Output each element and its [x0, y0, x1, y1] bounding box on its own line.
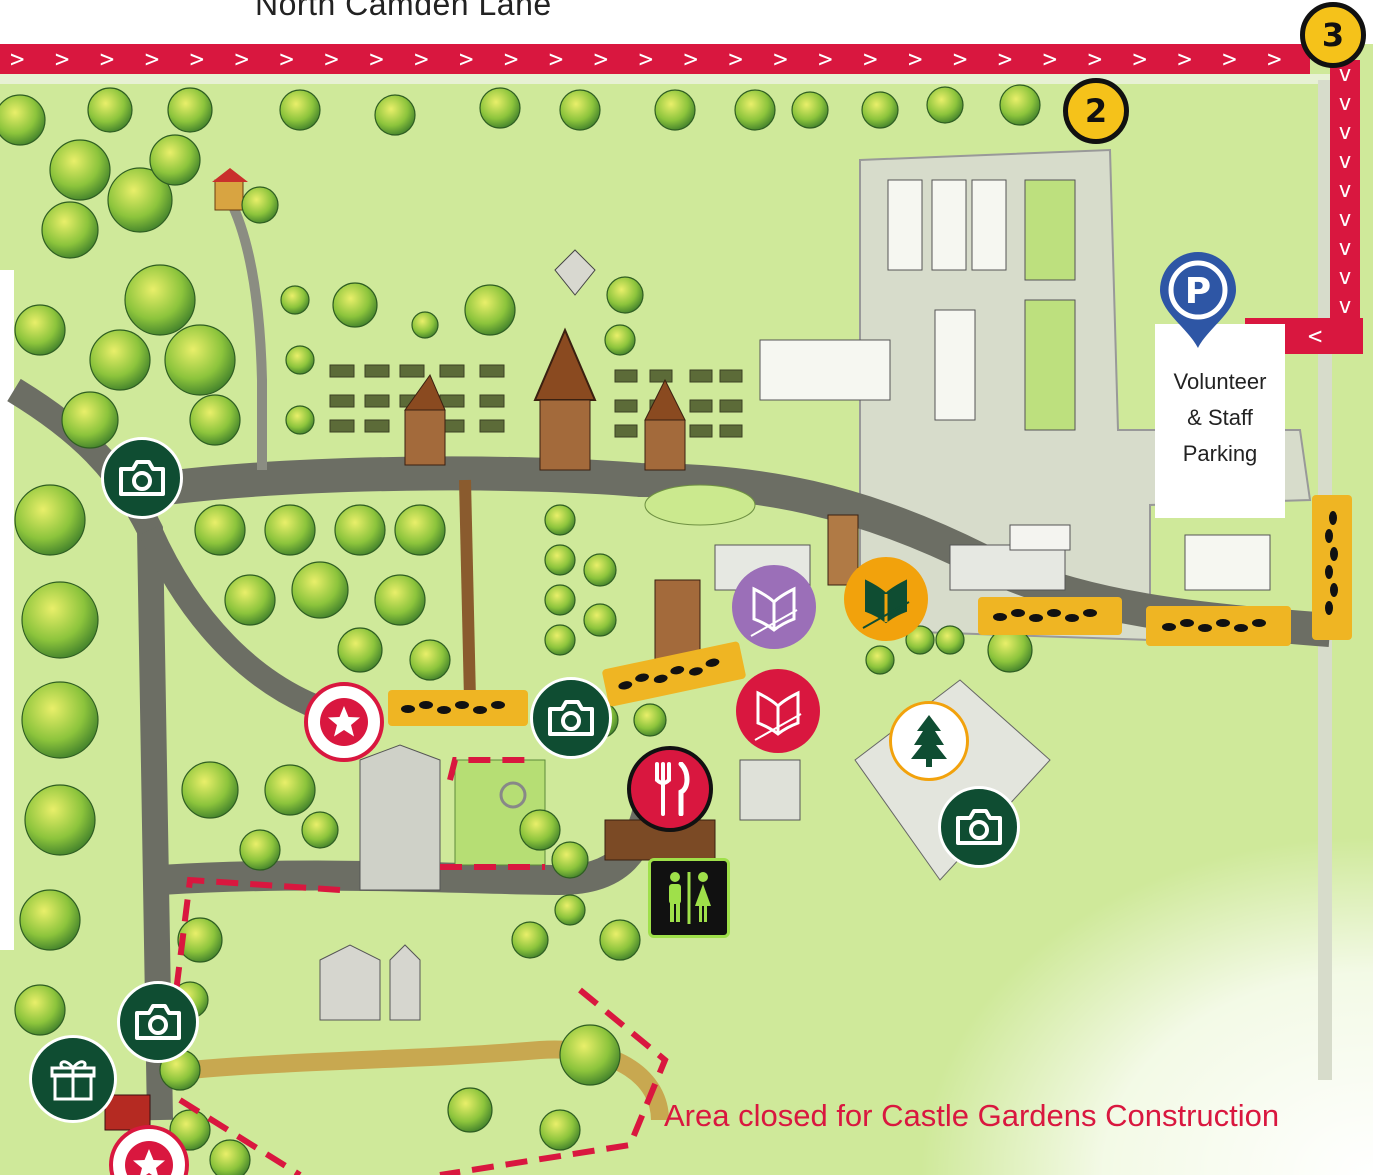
footprints-icon [1161, 619, 1266, 632]
footprints-icon [401, 701, 505, 714]
parking-card [1155, 324, 1285, 518]
camera-icon[interactable] [938, 786, 1020, 868]
closed-area-label: Area closed for Castle Gardens Construct… [664, 1098, 1280, 1133]
tree-icon[interactable] [889, 701, 969, 781]
footprints-icon [1325, 510, 1338, 615]
walking-trail-marker [978, 597, 1122, 635]
restroom-icon[interactable] [648, 858, 730, 938]
parking-label-line3: Parking [1182, 441, 1258, 466]
walking-trail-marker [388, 690, 528, 726]
star-icon[interactable] [304, 682, 384, 762]
waypoint-badge-3[interactable]: 3 [1300, 2, 1366, 68]
camera-icon[interactable] [530, 677, 612, 759]
parking-label-line2: & Staff [1187, 405, 1253, 430]
parking-pin-icon[interactable]: P [1158, 250, 1238, 355]
footprints-icon [618, 658, 720, 690]
footprints-icon [993, 609, 1097, 622]
walking-trail-marker [601, 640, 747, 708]
book-icon[interactable] [843, 556, 929, 642]
camera-icon[interactable] [117, 981, 199, 1063]
road-label-north-camden-lane: North Camden Lane [255, 0, 552, 22]
gift-icon[interactable] [29, 1035, 117, 1123]
camera-icon[interactable] [101, 437, 183, 519]
book-icon[interactable] [731, 564, 817, 650]
route-arrows-south: v v v v v v v v v v [1330, 60, 1360, 330]
waypoint-badge-2[interactable]: 2 [1063, 78, 1129, 144]
fork-knife-icon[interactable] [627, 746, 713, 832]
parking-pin-letter: P [1185, 271, 1211, 312]
parking-label-line1: Volunteer [1173, 369, 1267, 394]
walking-trail-marker [1146, 606, 1291, 646]
parking-label: Volunteer & Staff Parking [1155, 364, 1285, 472]
walking-trail-marker [1312, 495, 1352, 640]
route-arrows-east: > > > > > > > > > > > > > > > > > > > > … [0, 44, 1310, 74]
book-icon[interactable] [735, 668, 821, 754]
